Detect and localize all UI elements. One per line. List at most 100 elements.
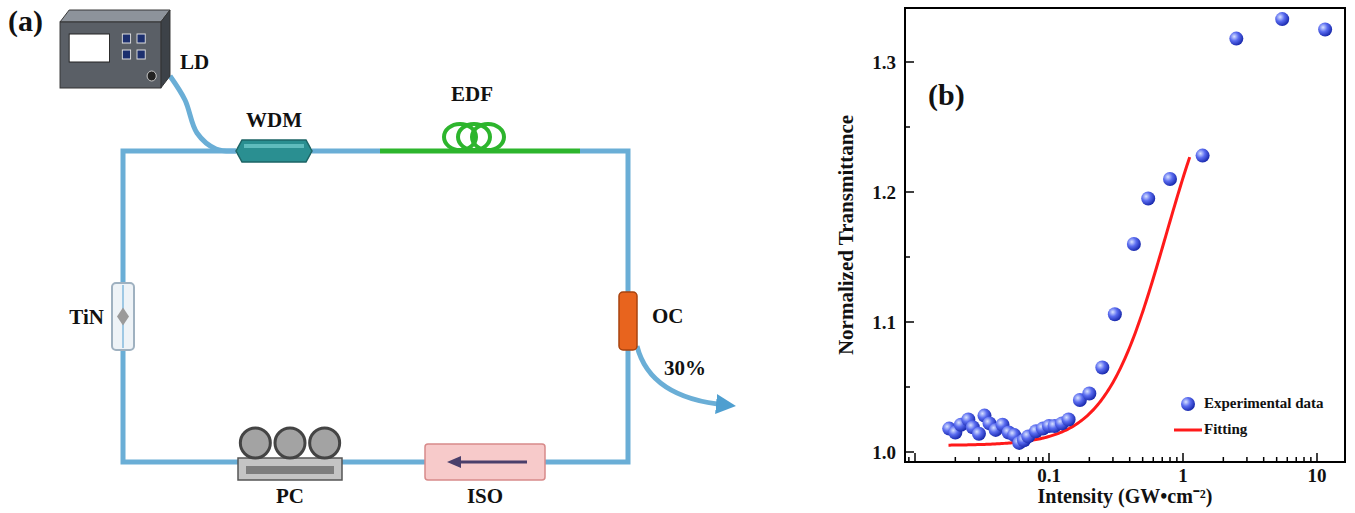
- wdm-highlight: [244, 144, 304, 148]
- y-tick-label: 1.2: [872, 183, 896, 202]
- plot-frame: [905, 8, 1345, 462]
- data-point: [1275, 12, 1289, 26]
- x-tick: [1153, 457, 1155, 462]
- x-tick: [1112, 457, 1114, 462]
- fiber-connector: [580, 151, 628, 292]
- component-shape: [380, 119, 580, 159]
- paddle: [275, 428, 305, 458]
- y-tick-label: 1.3: [872, 53, 896, 72]
- isolator-body: [425, 444, 545, 480]
- legend-text: Experimental data: [1204, 396, 1324, 411]
- component-label: OC: [652, 306, 684, 327]
- data-point: [1196, 149, 1210, 163]
- output-coupler: OC: [619, 292, 637, 350]
- x-tick: [1263, 457, 1265, 462]
- output-fiber: [637, 346, 726, 405]
- pc-rail: [246, 466, 334, 474]
- y-tick-label: 1.1: [872, 313, 896, 332]
- component-label: TiN: [69, 307, 104, 328]
- y-tick: [905, 61, 914, 63]
- x-tick: [1142, 457, 1144, 462]
- x-tick: [1019, 457, 1021, 462]
- fiber-connector: [545, 350, 628, 462]
- x-tick: [1161, 457, 1163, 462]
- component-label: EDF: [451, 84, 493, 105]
- pc-base: [238, 458, 342, 480]
- data-point: [1318, 23, 1332, 37]
- paddle: [310, 428, 340, 458]
- x-tick: [955, 457, 957, 462]
- x-tick: [1027, 457, 1029, 462]
- data-point: [1127, 237, 1141, 251]
- fiber-connector: [342, 460, 425, 465]
- fiber-port: [147, 71, 156, 81]
- x-tick: [1316, 453, 1318, 462]
- x-tick: [1035, 457, 1037, 462]
- component-label: LD: [180, 52, 209, 73]
- component-shape: [619, 292, 637, 350]
- y-tick: [905, 321, 914, 323]
- output-ratio: 30%: [664, 358, 706, 379]
- fiber-coil: [472, 124, 504, 150]
- data-point: [1229, 32, 1243, 46]
- paddle: [240, 428, 270, 458]
- y-tick: [905, 451, 914, 453]
- x-tick: [1303, 457, 1305, 462]
- fit-curve: [949, 157, 1190, 445]
- device-button: [122, 50, 130, 59]
- x-tick: [1129, 457, 1131, 462]
- x-tick: [1246, 457, 1248, 462]
- x-tick: [995, 457, 997, 462]
- x-tick: [1042, 457, 1044, 462]
- erbium-fiber: EDF: [380, 119, 580, 159]
- component-label: WDM: [246, 110, 302, 131]
- x-tick: [978, 457, 980, 462]
- x-tick: [1276, 457, 1278, 462]
- direction-arrow: [459, 461, 527, 464]
- transmittance-chart: [905, 8, 1345, 462]
- absorber-holder: [112, 283, 134, 350]
- x-tick-label: 0.1: [1037, 466, 1061, 485]
- component-shape: [60, 8, 170, 88]
- y-tick: [905, 256, 910, 258]
- x-tick-label: 1: [1178, 466, 1188, 485]
- y-tick: [905, 386, 910, 388]
- fiber-connector: [170, 76, 236, 151]
- device-side: [161, 10, 170, 88]
- x-tick: [1182, 453, 1184, 462]
- wdm-body: [236, 140, 312, 162]
- direction-head: [447, 456, 461, 468]
- laser-diode: LD: [60, 8, 170, 88]
- y-tick-label: 1.0: [872, 443, 896, 462]
- polarization-controller: PC: [238, 416, 342, 482]
- data-point: [1108, 307, 1122, 321]
- device-button: [122, 34, 130, 43]
- isolator: ISO: [425, 444, 545, 480]
- data-point: [1062, 413, 1076, 427]
- data-point: [1095, 361, 1109, 375]
- x-tick: [1169, 457, 1171, 462]
- x-tick: [1287, 457, 1289, 462]
- panel-letter: (a): [8, 6, 43, 36]
- component-shape: [238, 416, 342, 482]
- device-top: [60, 10, 170, 22]
- device-front: [60, 22, 161, 88]
- data-point: [1082, 387, 1096, 401]
- component-shape: [236, 140, 312, 162]
- x-tick-label: 10: [1308, 466, 1327, 485]
- device-button: [137, 34, 145, 43]
- panel-letter: (b): [928, 80, 965, 110]
- x-tick: [1295, 457, 1297, 462]
- component-label: PC: [276, 486, 304, 507]
- device-screen: [69, 34, 109, 62]
- x-tick: [1048, 453, 1050, 462]
- component-label: ISO: [467, 486, 503, 507]
- data-point: [1163, 172, 1177, 186]
- y-tick: [905, 126, 910, 128]
- x-axis-title: Intensity (GW•cm⁻²): [1038, 486, 1213, 506]
- x-tick: [908, 457, 910, 462]
- component-shape: [112, 283, 134, 350]
- device-button: [137, 50, 145, 59]
- y-tick: [905, 191, 914, 193]
